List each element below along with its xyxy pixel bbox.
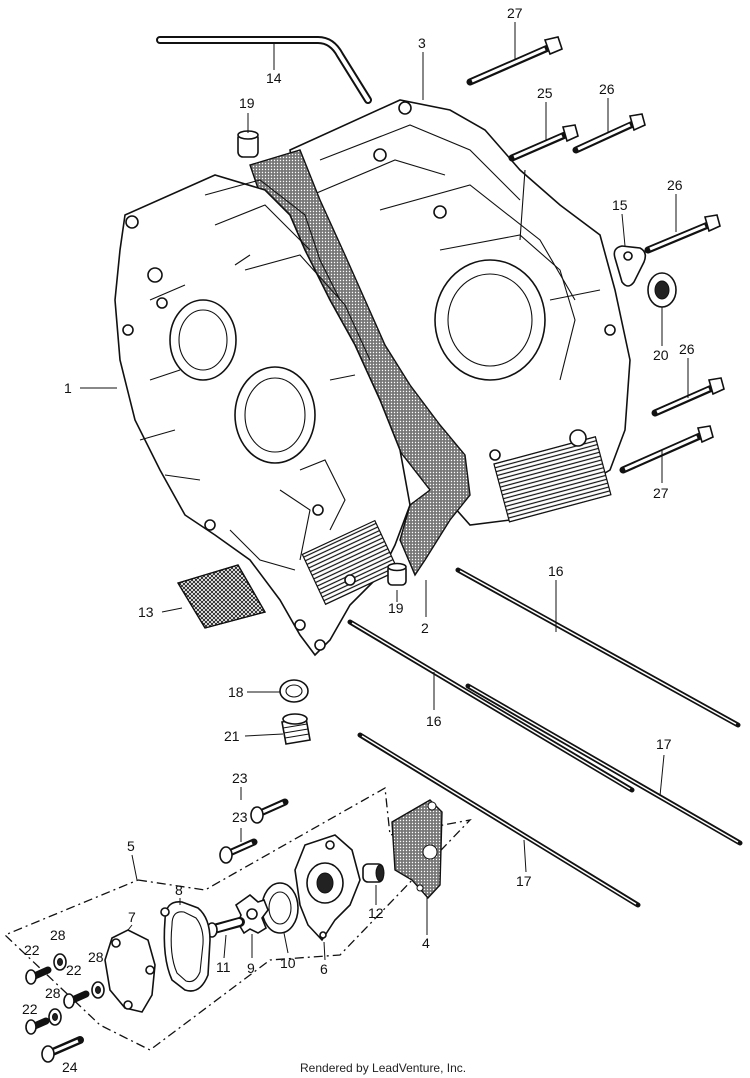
callout-26: 26 — [667, 177, 683, 193]
bolt-26-middle — [644, 214, 721, 254]
stud-17-upper — [465, 683, 743, 846]
callout-19: 19 — [239, 95, 255, 111]
pump-gasket-4 — [391, 799, 443, 900]
callout-labels: 27 3 14 25 26 19 15 26 20 26 1 27 16 13 … — [22, 5, 695, 1075]
callout-15: 15 — [612, 197, 628, 213]
callout-22: 22 — [22, 1001, 38, 1017]
leader-lines — [80, 22, 689, 961]
oil-pump-body-6 — [294, 834, 361, 942]
callout-24: 24 — [62, 1059, 78, 1075]
pump-cover-7 — [104, 929, 156, 1013]
right-crankcase-half — [289, 99, 631, 526]
callout-16: 16 — [548, 563, 564, 579]
stud-17-lower — [357, 732, 641, 908]
washer-28-upper — [53, 953, 67, 971]
callout-17: 17 — [516, 873, 532, 889]
callout-18: 18 — [228, 684, 244, 700]
callout-26: 26 — [679, 341, 695, 357]
callout-8: 8 — [175, 882, 183, 898]
callout-14: 14 — [266, 70, 282, 86]
washer-28-lower — [48, 1008, 62, 1026]
screw-22-lower — [25, 1017, 50, 1035]
callout-3: 3 — [418, 35, 426, 51]
callout-6: 6 — [320, 961, 328, 977]
screw-22-middle — [63, 990, 90, 1009]
callout-28: 28 — [50, 927, 66, 943]
callout-11: 11 — [216, 959, 231, 975]
callout-17: 17 — [656, 736, 672, 752]
callout-28: 28 — [88, 949, 104, 965]
washer-28-middle — [91, 981, 105, 999]
callout-5: 5 — [127, 838, 135, 854]
callout-22: 22 — [24, 942, 40, 958]
oil-seal-20 — [647, 272, 677, 308]
callout-23: 23 — [232, 809, 248, 825]
callout-12: 12 — [368, 905, 384, 921]
callout-21: 21 — [224, 728, 240, 744]
dowel-pin-lower — [387, 562, 407, 586]
callout-25: 25 — [537, 85, 553, 101]
bolt-24 — [41, 1036, 84, 1063]
dowel-pin-upper — [237, 130, 259, 158]
callout-23: 23 — [232, 770, 248, 786]
callout-2: 2 — [421, 620, 429, 636]
screw-23-lower — [219, 838, 258, 864]
callout-20: 20 — [653, 347, 669, 363]
sealing-washer-18 — [279, 679, 309, 703]
callout-27: 27 — [653, 485, 669, 501]
left-crankcase-half — [114, 174, 411, 657]
callout-10: 10 — [280, 955, 296, 971]
stud-16-lower — [347, 619, 635, 793]
bolt-27-lower — [619, 425, 714, 474]
callout-7: 7 — [128, 909, 136, 925]
callout-13: 13 — [138, 604, 154, 620]
callout-22: 22 — [66, 962, 82, 978]
footer-credit: Rendered by LeadVenture, Inc. — [300, 1061, 466, 1075]
callout-19: 19 — [388, 600, 404, 616]
callout-28: 28 — [45, 985, 61, 1001]
pump-shaft-11 — [205, 917, 245, 938]
pump-cover-gasket-8 — [160, 901, 211, 992]
clamp-15 — [613, 245, 647, 287]
callout-27: 27 — [507, 5, 523, 21]
screw-22-upper — [25, 966, 52, 985]
drain-plug-21 — [281, 713, 311, 745]
bolt-25 — [508, 124, 579, 162]
oil-pump-assembly-outline — [3, 786, 472, 1051]
callout-16: 16 — [426, 713, 442, 729]
callout-4: 4 — [422, 935, 430, 951]
oil-strainer-screen — [176, 564, 267, 629]
breather-pipe — [156, 36, 372, 104]
bolt-26-upper — [572, 113, 646, 154]
dowel-pin-12 — [362, 863, 385, 883]
stud-16-upper — [455, 567, 741, 728]
callout-9: 9 — [247, 960, 255, 976]
inner-rotor-9 — [234, 893, 269, 935]
bolt-26-lower — [651, 377, 725, 417]
callout-26: 26 — [599, 81, 615, 97]
bolt-27-upper — [466, 36, 563, 86]
callout-1: 1 — [64, 380, 72, 396]
screw-23-upper — [250, 798, 289, 824]
